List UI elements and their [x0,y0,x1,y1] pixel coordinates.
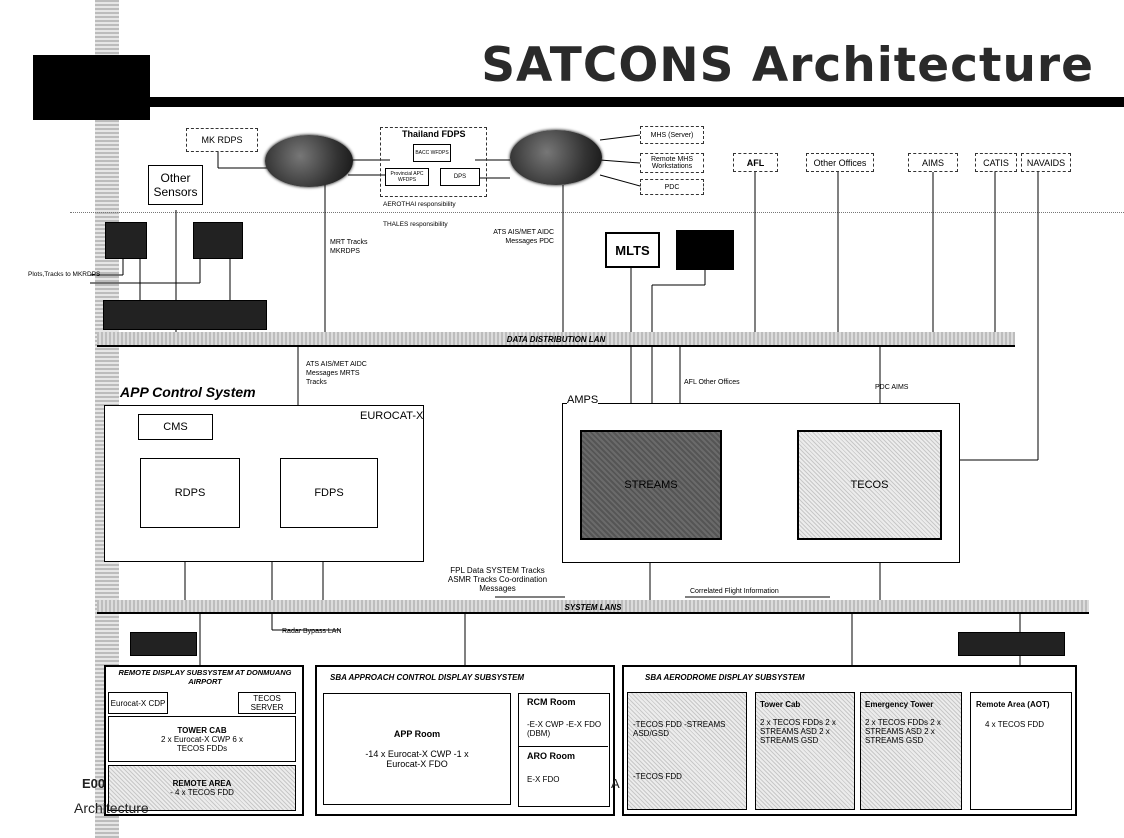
aro-room-title: ARO Room [527,752,575,761]
thales-label: THALES responsibility [383,220,448,229]
aerodrome-col1-lines: -TECOS FDD -STREAMS ASD/GSD [633,720,738,738]
afl-box: AFL [733,153,778,172]
black-box [676,230,734,270]
remote-mhs-box: Remote MHS Workstations [640,153,704,173]
tower-cab-title: TOWER CAB [177,726,226,735]
app-room-box: APP Room -14 x Eurocat-X CWP -1 x Euroca… [323,693,511,805]
tower-cab-box: TOWER CAB 2 x Eurocat-X CWP 6 x TECOS FD… [108,716,296,762]
aerodrome-col1-bottom: -TECOS FDD [633,772,682,781]
pdc-box: PDC [640,179,704,195]
fdps-box: FDPS [280,458,378,528]
navaids-box: NAVAIDS [1021,153,1071,172]
plots-tracks-label: Plots,Tracks to MKRDPS [28,270,100,279]
catis-box: CATIS [975,153,1017,172]
tecos-box: TECOS [797,430,942,540]
remote-area-title: REMOTE AREA [173,779,232,788]
network-cloud-left [265,135,353,187]
approach-heading: SBA APPROACH CONTROL DISPLAY SUBSYSTEM [330,673,524,682]
streams-box: STREAMS [580,430,722,540]
bacc-wfdps-box: BACC WFDPS [413,144,451,162]
rcm-aro-box [518,693,610,807]
app-room-title: APP Room [394,729,440,739]
ats-mid-label: ATS AIS/MET AIDC Messages MRTS Tracks [306,360,376,387]
remote-router-left [130,632,197,656]
other-sensors-box: Other Sensors [148,165,203,205]
radar-bypass-label: Radar Bypass LAN [282,627,342,636]
cms-box: CMS [138,414,213,440]
dps-box: DPS [440,168,480,186]
emergency-tower-lines: 2 x TECOS FDDs 2 x STREAMS ASD 2 x STREA… [865,718,955,745]
rcm-room-title: RCM Room [527,698,576,707]
mk-rdps-box: MK RDPS [186,128,258,152]
emergency-tower-title: Emergency Tower [865,700,933,709]
remote-router-right [958,632,1065,656]
aerodrome-tower-title: Tower Cab [760,700,800,709]
mhs-server-box: MHS (Server) [640,126,704,144]
emergency-tower-col [860,692,962,810]
footer-code: E00 [82,776,105,791]
radar-processing-bar [103,300,267,330]
remote-aot-lines: 4 x TECOS FDD [985,720,1044,729]
app-room-lines: -14 x Eurocat-X CWP -1 x Eurocat-X FDO [357,749,477,769]
radar-right [193,222,243,259]
network-cloud-right [510,130,602,185]
correlated-label: Correlated Flight Information [690,587,779,596]
radar-left [105,222,147,259]
rcm-room-lines: -E-X CWP -E-X FDO (DBM) [527,720,607,738]
ats-top-label: ATS AIS/MET AIDC Messages PDC [492,228,554,246]
footer-sub: Architecture [74,800,149,816]
remote-aot-title: Remote Area (AOT) [976,700,1050,709]
provincial-apc-box: Provincial APC WFDPS [385,168,429,186]
tower-cab-lines: 2 x Eurocat-X CWP 6 x TECOS FDDs [147,735,257,753]
aims-box: AIMS [908,153,958,172]
data-distribution-lan: DATA DISTRIBUTION LAN [97,332,1015,346]
fpl-data-label: FPL Data SYSTEM Tracks ASMR Tracks Co-or… [440,566,555,593]
footer-a: A [611,776,620,791]
eurocat-cdp-box: Eurocat-X CDP [108,692,168,714]
remote-area-lines: - 4 x TECOS FDD [170,788,234,797]
tower-cab-col [755,692,855,810]
aerodrome-heading: SBA AERODROME DISPLAY SUBSYSTEM [645,673,805,682]
rdps-box: RDPS [140,458,240,528]
other-offices-box: Other Offices [806,153,874,172]
aerothai-label: AEROTHAI responsibility [383,200,456,209]
amps-label: AMPS [567,396,598,405]
mrt-tracks-label: MRT Tracks MKRDPS [330,238,375,256]
afl-offices-label: AFL Other Offices [684,378,740,387]
app-control-heading: APP Control System [120,384,256,400]
system-lans-line [97,612,1089,614]
aro-room-lines: E-X FDO [527,775,559,784]
eurocat-x-label: EUROCAT-X [360,412,423,421]
remote-display-heading: REMOTE DISPLAY SUBSYSTEM AT DONMUANG AIR… [110,668,300,686]
aerodrome-col1 [627,692,747,810]
pdc-aims-label: PDC AIMS [875,383,908,392]
data-lan-line [97,345,1015,347]
tecos-server-box: TECOS SERVER [238,692,296,714]
rcm-aro-divider [518,746,608,747]
mlts-box: MLTS [605,232,660,268]
thailand-fdps-label: Thailand FDPS [402,130,466,139]
aerodrome-tower-lines: 2 x TECOS FDDs 2 x STREAMS ASD 2 x STREA… [760,718,850,745]
remote-aot-col [970,692,1072,810]
